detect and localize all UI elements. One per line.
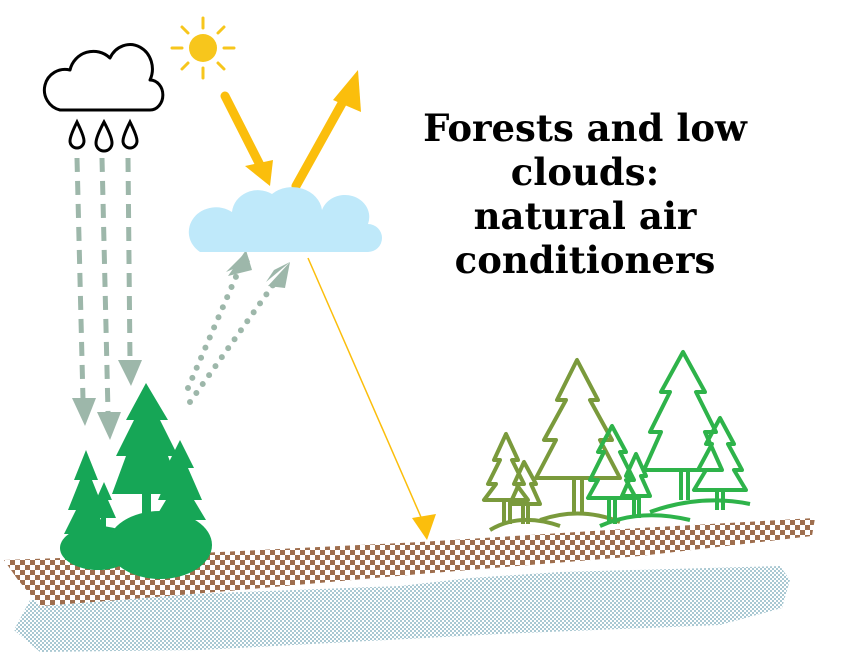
title-line: Forests and low — [423, 106, 747, 150]
rain-arrowheads — [72, 360, 142, 440]
dense-forest — [60, 383, 212, 579]
evaporation-arrows — [185, 269, 281, 405]
raindrop-icon — [121, 118, 139, 150]
conifer-tree-icon — [534, 358, 622, 512]
sparse-forest — [482, 350, 751, 532]
conifer-tree-icon — [508, 460, 542, 524]
rain-arrowhead — [72, 398, 96, 426]
sun-icon — [170, 16, 236, 80]
conifer-tree-icon — [620, 452, 652, 518]
rain-arrow — [99, 157, 111, 413]
forest-hill — [649, 498, 751, 514]
groundwater-layer — [14, 566, 790, 652]
reflected-sunlight-arrowhead — [333, 70, 361, 112]
soil-layer — [4, 518, 815, 606]
rain-cloud-icon — [42, 43, 165, 153]
title-line: conditioners — [454, 238, 716, 282]
forest-hill — [539, 511, 621, 524]
reflected-sunlight-arrow — [291, 93, 350, 191]
conifer-tree-icon — [92, 482, 116, 531]
evaporation-arrowheads — [226, 250, 290, 288]
raindrop-icon — [68, 118, 86, 150]
title-line: natural air — [473, 194, 697, 238]
conifer-tree-icon — [586, 424, 638, 524]
incoming-sunlight-arrow — [220, 91, 265, 170]
diagram-title: Forests and low clouds: natural air cond… — [395, 106, 775, 282]
transmitted-sunlight-arrowhead — [412, 514, 436, 540]
evaporation-arrowhead — [268, 262, 290, 288]
rain-cloud-outline — [42, 43, 165, 112]
rain-arrows — [74, 157, 133, 413]
transmitted-sunlight-arrow — [307, 257, 425, 525]
raindrop-icon — [94, 118, 114, 153]
rain-arrow — [74, 157, 86, 401]
evaporation-arrow — [187, 275, 281, 405]
conifer-tree-icon — [154, 440, 206, 538]
conifer-tree-icon — [642, 350, 724, 500]
rain-arrow — [125, 157, 133, 363]
evaporation-arrowhead — [266, 262, 290, 282]
incoming-sunlight-arrowhead — [245, 160, 273, 186]
forest-hill — [108, 511, 212, 579]
sunlight-arrows — [220, 70, 361, 191]
conifer-tree-icon — [692, 416, 748, 510]
evaporation-arrow — [185, 269, 241, 391]
title-line: clouds: — [510, 150, 660, 194]
rain-arrowhead — [97, 412, 121, 440]
rain-arrowhead — [118, 360, 142, 386]
low-cloud-icon — [188, 187, 382, 252]
conifer-tree-icon — [112, 383, 182, 524]
evaporation-arrowhead — [228, 250, 252, 276]
